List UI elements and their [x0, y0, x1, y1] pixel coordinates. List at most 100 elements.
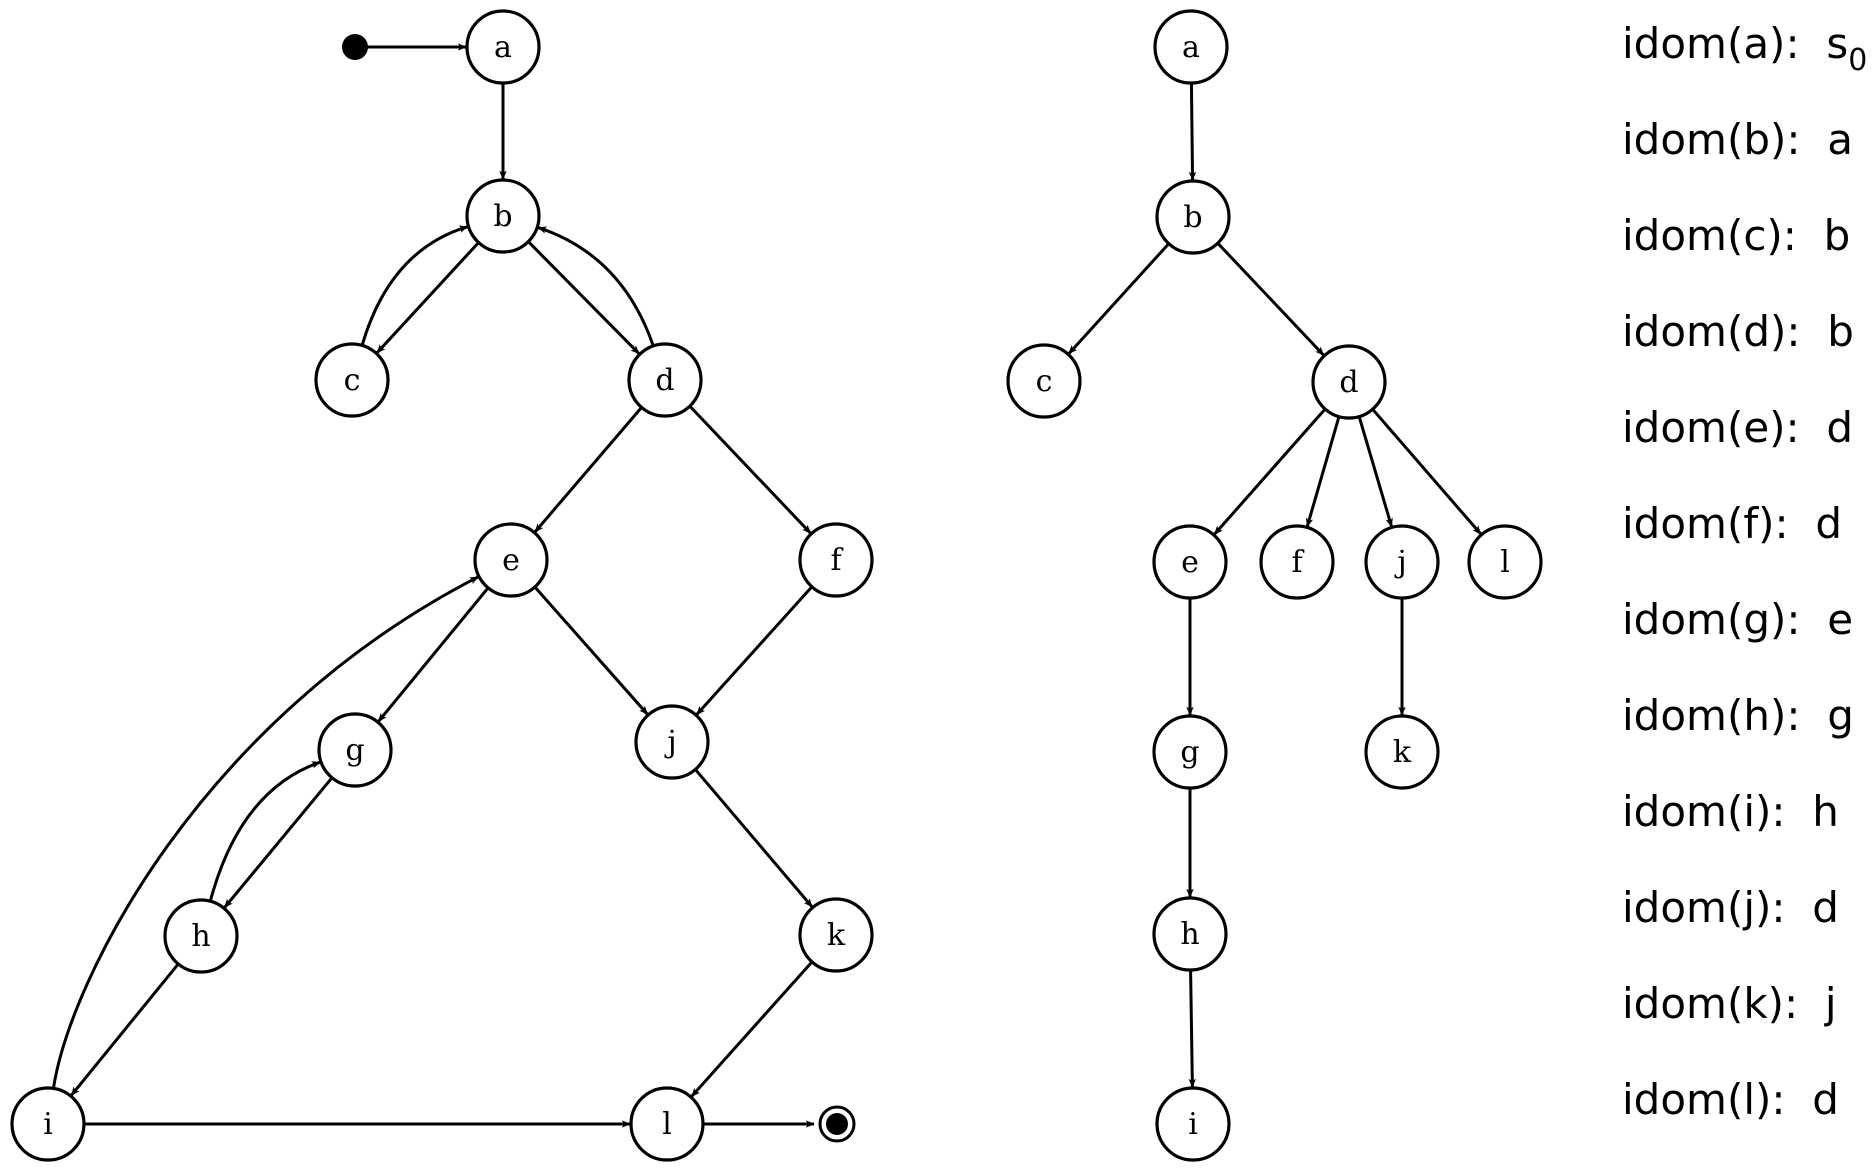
- node-circle: [10, 1086, 86, 1162]
- idom-label: idom(h):: [1622, 691, 1801, 740]
- cfg-node-e: e: [473, 522, 549, 598]
- start-dot: [342, 34, 368, 60]
- dom-node-f: f: [1259, 524, 1335, 600]
- edge-d-to-j: [1357, 416, 1393, 528]
- dom-node-k: k: [1364, 714, 1440, 790]
- node-label: f: [830, 543, 843, 578]
- idom-value: b: [1823, 211, 1851, 260]
- edge-a-to-b: [1188, 82, 1197, 181]
- idom-value: h: [1812, 787, 1839, 836]
- node-label: j: [664, 725, 676, 760]
- node-label: d: [655, 363, 674, 398]
- dom-node-b: b: [1155, 179, 1231, 255]
- edge-c-to-b: [360, 225, 469, 346]
- dom-node-l: l: [1467, 524, 1543, 600]
- dom-node-g: g: [1152, 714, 1228, 790]
- idom-label: idom(b):: [1622, 115, 1801, 164]
- edge-g-to-h: [223, 776, 334, 909]
- idom-label: idom(g):: [1622, 595, 1801, 644]
- node-circle: [465, 9, 541, 85]
- node-circle: [1364, 714, 1440, 790]
- node-label: d: [1339, 365, 1358, 400]
- idom-value: e: [1827, 595, 1854, 644]
- node-label: g: [1180, 735, 1199, 770]
- idom-row: idom(i): h: [1622, 780, 1867, 876]
- idom-value: a: [1827, 115, 1853, 164]
- node-circle: [1006, 343, 1082, 419]
- node-label: e: [1181, 545, 1199, 580]
- idom-label: idom(l):: [1622, 1075, 1786, 1124]
- edge-h-to-i: [70, 962, 180, 1097]
- end-double-circle: [818, 1105, 856, 1143]
- edge-b-to-d: [1216, 242, 1325, 357]
- node-label: j: [1394, 545, 1406, 580]
- idom-row: idom(e): d: [1622, 396, 1867, 492]
- node-label: b: [493, 199, 512, 234]
- idom-row: idom(l): d: [1622, 1068, 1867, 1164]
- dom-node-h: h: [1152, 896, 1228, 972]
- dom-node-j: j: [1364, 524, 1440, 600]
- idom-value: d: [1815, 499, 1843, 548]
- node-circle: [634, 704, 710, 780]
- idom-row: idom(f): d: [1622, 492, 1867, 588]
- node-label: g: [345, 733, 364, 768]
- node-label: a: [1182, 30, 1200, 65]
- cfg-node-d: d: [627, 342, 703, 418]
- dom-node-c: c: [1006, 343, 1082, 419]
- node-circle: [314, 342, 390, 418]
- idom-row: idom(c): b: [1622, 204, 1867, 300]
- node-label: k: [827, 918, 846, 953]
- cfg-node-f: f: [798, 522, 874, 598]
- cfg-node-c: c: [314, 342, 390, 418]
- idom-row: idom(d): b: [1622, 300, 1867, 396]
- edge-h-to-i: [1188, 969, 1197, 1088]
- idom-label: idom(f):: [1622, 499, 1789, 548]
- edge-k-to-l: [690, 960, 814, 1098]
- node-label: h: [1180, 917, 1199, 952]
- node-circle: [1152, 714, 1228, 790]
- node-circle: [163, 898, 239, 974]
- node-label: l: [662, 1107, 672, 1142]
- idom-list: idom(a): s0 idom(b): a idom(c): b idom(d…: [1622, 12, 1867, 1164]
- idom-row: idom(j): d: [1622, 876, 1867, 972]
- node-label: c: [344, 363, 361, 398]
- edge-j-to-k: [694, 768, 814, 908]
- idom-value-subscript: 0: [1848, 43, 1868, 78]
- idom-label: idom(e):: [1622, 403, 1800, 452]
- node-circle: [1152, 524, 1228, 600]
- idom-value: g: [1827, 691, 1854, 740]
- node-label: a: [494, 30, 512, 65]
- idom-value: j: [1824, 979, 1837, 1028]
- idom-value: d: [1812, 1075, 1839, 1124]
- node-label: c: [1036, 364, 1053, 399]
- edge-b-to-c: [375, 241, 480, 354]
- node-label: i: [43, 1107, 53, 1142]
- node-circle: [1155, 179, 1231, 255]
- node-circle: [629, 1086, 705, 1162]
- idom-label: idom(j):: [1622, 883, 1786, 932]
- node-circle: [798, 897, 874, 973]
- node-circle: [1259, 524, 1335, 600]
- dom-node-a: a: [1153, 9, 1229, 85]
- idom-value: b: [1827, 307, 1854, 356]
- node-label: k: [1393, 735, 1412, 770]
- edge-f-to-j: [695, 585, 814, 716]
- node-circle: [798, 522, 874, 598]
- node-circle: [1311, 344, 1387, 420]
- idom-row: idom(k): j: [1622, 972, 1867, 1068]
- idom-label: idom(k):: [1622, 979, 1799, 1028]
- cfg-node-k: k: [798, 897, 874, 973]
- node-label: h: [191, 919, 210, 954]
- idom-value: d: [1826, 403, 1854, 452]
- control-flow-graph: a b c d e f g h i j k l: [10, 9, 874, 1162]
- idom-row: idom(h): g: [1622, 684, 1867, 780]
- edge-d-to-l: [1371, 408, 1482, 536]
- node-label: e: [502, 543, 520, 578]
- dom-node-d: d: [1311, 344, 1387, 420]
- cfg-node-i: i: [10, 1086, 86, 1162]
- edge-d-to-e: [533, 406, 643, 533]
- cfg-node-b: b: [465, 178, 541, 254]
- edge-i-to-e: [51, 575, 479, 1089]
